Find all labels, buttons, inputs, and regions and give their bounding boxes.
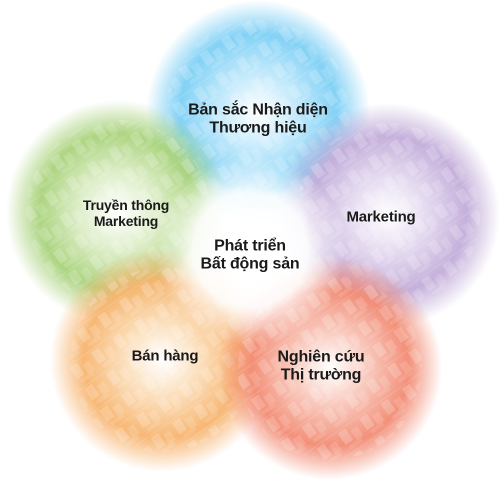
media-label-line1: Truyền thông xyxy=(82,196,170,213)
sales-label-line1: Bán hàng xyxy=(131,347,199,365)
research-label-line2: Thị trường xyxy=(280,367,362,384)
brand-label-line2: Thương hiệu xyxy=(209,120,307,137)
marketing-label-line1: Marketing xyxy=(346,208,416,226)
research-label-line1: Nghiên cứu xyxy=(277,348,365,366)
research-label: Nghiên cứu Thị trường xyxy=(278,349,365,386)
media-label-line2: Marketing xyxy=(93,213,159,229)
center-label-line1: Phát triển xyxy=(214,237,286,255)
brand-label-line1: Bản sắc Nhận diện xyxy=(188,101,328,119)
brand-label: Bản sắc Nhận diện Thương hiệu xyxy=(188,102,328,139)
center-glow xyxy=(155,155,345,345)
sales-label: Bán hàng xyxy=(132,347,199,364)
media-label: Truyền thông Marketing xyxy=(83,197,169,229)
marketing-label: Marketing xyxy=(346,208,415,225)
center-label-line2: Bất động sản xyxy=(200,256,300,273)
center-label: Phát triển Bất động sản xyxy=(201,238,300,275)
